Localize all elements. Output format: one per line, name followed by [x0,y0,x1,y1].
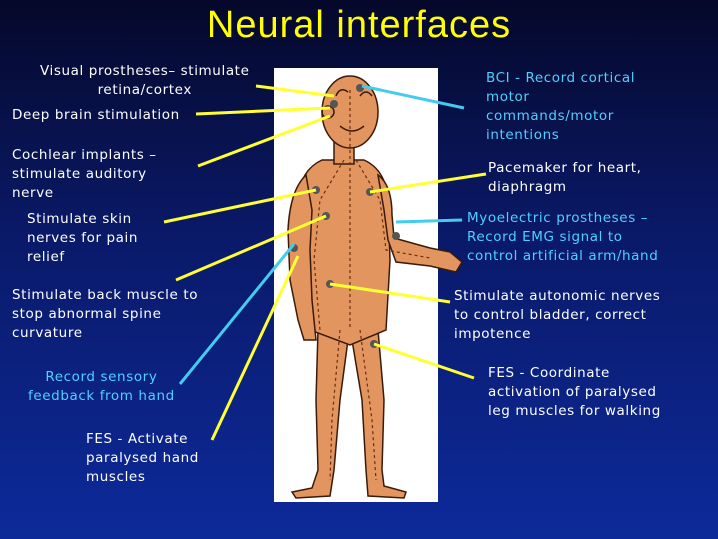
line-fes-leg [373,342,475,380]
label-bci: BCI - Record cortical motor commands/mot… [486,70,636,143]
label-deep-brain-stimulation: Deep brain stimulation [12,107,180,123]
left-leg [290,328,349,499]
line-sensory [178,243,296,385]
cyan-leader-lines [178,84,465,385]
torso [297,159,391,346]
line-visual [255,84,335,98]
line-cochlear [197,114,331,168]
label-stimulate-back-muscle: Stimulate back muscle to stop abnormal s… [12,287,199,341]
line-autonomic [329,282,451,304]
label-fes-hand-muscles: FES - Activate paralysed hand muscles [86,431,199,485]
line-back [175,214,327,282]
page-title: Neural interfaces [206,4,512,46]
line-myoelectric [395,218,463,224]
line-deep-brain [195,106,331,116]
nerve-lines [313,90,431,481]
label-fes-leg-muscles: FES - Coordinate activation of paralysed… [488,365,661,419]
left-arm [287,173,317,341]
right-arm [376,173,463,273]
label-autonomic-nerves: Stimulate autonomic nerves to control bl… [454,288,661,342]
label-stimulate-skin-nerves: Stimulate skin nerves for pain relief [27,211,139,265]
label-record-sensory-feedback: Record sensory feedback from hand [28,369,175,404]
yellow-leader-lines [163,84,487,441]
line-bci [361,84,465,110]
line-fes-hand [210,255,300,441]
label-cochlear-implants: Cochlear implants – stimulate auditory n… [12,147,157,201]
label-myoelectric-prostheses: Myoelectric prostheses – Record EMG sign… [467,210,659,264]
line-skin [163,188,317,224]
line-pacemaker [369,172,487,194]
label-pacemaker: Pacemaker for heart, diaphragm [488,160,642,195]
label-visual-prostheses: Visual prostheses– stimulate retina/cort… [40,63,250,98]
